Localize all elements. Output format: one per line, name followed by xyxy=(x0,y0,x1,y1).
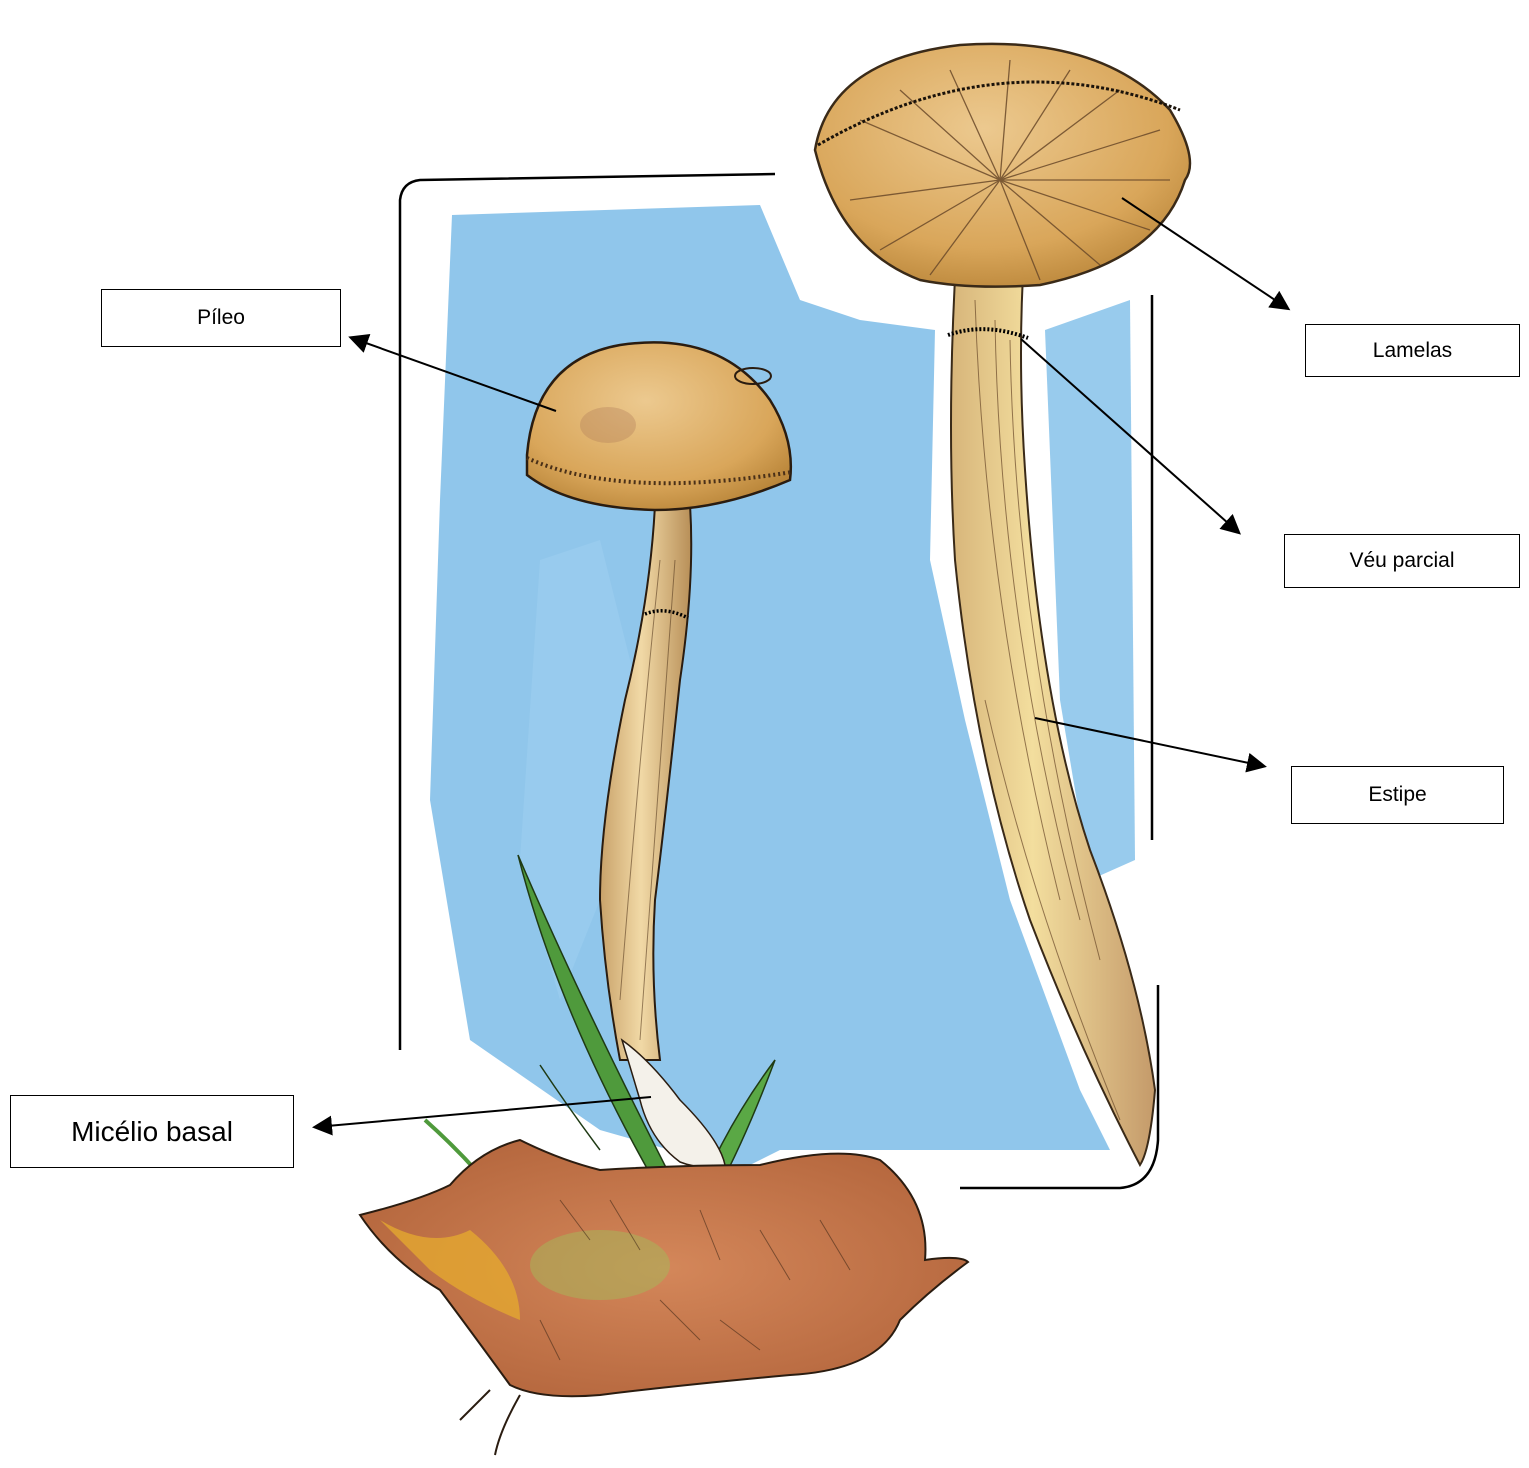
label-estipe-text: Estipe xyxy=(1368,783,1426,807)
label-veu-parcial-text: Véu parcial xyxy=(1349,549,1454,573)
label-lamelas: Lamelas xyxy=(1305,324,1520,377)
soil-clump xyxy=(360,1140,968,1455)
label-estipe: Estipe xyxy=(1291,766,1504,824)
label-pileo-text: Píleo xyxy=(197,306,245,330)
label-veu-parcial: Véu parcial xyxy=(1284,534,1520,588)
right-cap xyxy=(815,44,1190,287)
label-micelio-basal: Micélio basal xyxy=(10,1095,294,1168)
label-pileo: Píleo xyxy=(101,289,341,347)
label-lamelas-text: Lamelas xyxy=(1373,339,1452,363)
label-micelio-basal-text: Micélio basal xyxy=(71,1116,233,1148)
arrow-lamelas xyxy=(1122,198,1287,308)
